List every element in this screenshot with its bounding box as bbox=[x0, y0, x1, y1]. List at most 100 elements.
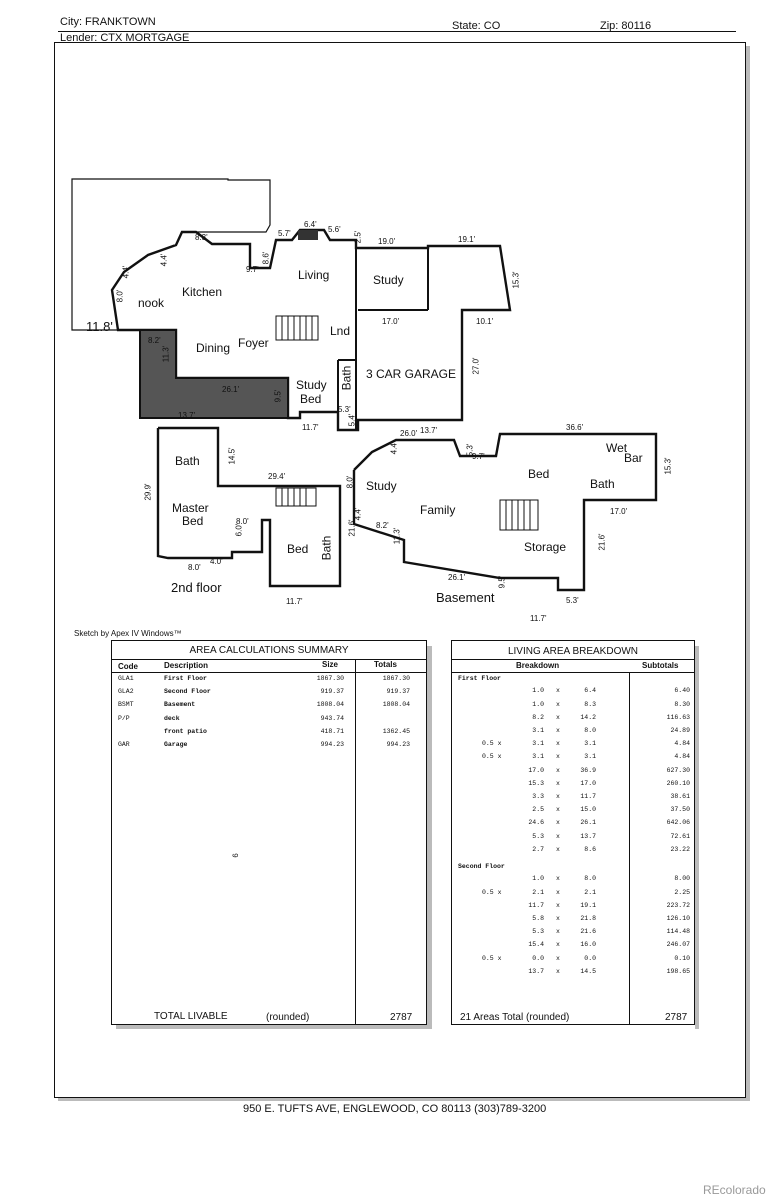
breakdown-row-cell: x bbox=[556, 832, 560, 840]
breakdown-row-cell: x bbox=[556, 954, 560, 962]
room-storage: Storage bbox=[524, 540, 567, 554]
breakdown-row-cell: 17.0 bbox=[580, 779, 596, 787]
living-breakdown-title: LIVING AREA BREAKDOWN bbox=[507, 646, 639, 657]
zip-label: Zip: 80116 bbox=[600, 20, 652, 32]
stairs-first bbox=[275, 315, 319, 341]
area-row-cell: 919.37 bbox=[386, 688, 410, 696]
area-summary-table: AREA CALCULATIONS SUMMARY Code Descripti… bbox=[111, 640, 427, 1025]
total-livable-label: TOTAL LIVABLE bbox=[154, 1011, 228, 1022]
breakdown-row-cell: 17.0 bbox=[528, 766, 544, 774]
breakdown-row-cell: 3.1 bbox=[532, 727, 544, 734]
breakdown-row-cell: 26.1 bbox=[580, 819, 596, 827]
dim: 9.5' bbox=[497, 575, 507, 589]
breakdown-row-cell: 3.1 bbox=[532, 753, 544, 761]
dim: 17.0' bbox=[610, 507, 628, 516]
area-row-cell: 1867.30 bbox=[316, 675, 344, 682]
area-row-cell: GLA1 bbox=[118, 675, 134, 682]
dim: 4.4' bbox=[159, 253, 169, 267]
header-rule bbox=[58, 31, 736, 32]
room-bed-3: Bed bbox=[528, 467, 550, 481]
stairs-second bbox=[275, 487, 317, 507]
dim: 5.7' bbox=[278, 229, 291, 238]
room-bath-1: Bath bbox=[339, 365, 354, 391]
breakdown-row-cell: 2.1 bbox=[584, 888, 596, 896]
dim: 9.7' bbox=[246, 265, 259, 274]
breakdown-row-cell: 15.3 bbox=[528, 779, 544, 787]
dim: 6.4' bbox=[304, 220, 317, 229]
breakdown-row-cell: x bbox=[556, 819, 560, 827]
area-row-cell: 418.71 bbox=[320, 727, 344, 735]
breakdown-row-cell: 72.61 bbox=[670, 832, 690, 840]
breakdown-row-cell: 260.10 bbox=[666, 779, 690, 787]
dim: 29.4' bbox=[268, 472, 286, 481]
table-shadow-2 bbox=[695, 646, 699, 1029]
dim: 15.3' bbox=[663, 457, 673, 475]
room-study-3: Study bbox=[366, 479, 397, 493]
breakdown-row-cell: 8.3 bbox=[584, 700, 596, 708]
room-foyer: Foyer bbox=[238, 336, 269, 350]
area-row-cell: GLA2 bbox=[118, 688, 134, 696]
breakdown-row-cell: 11.7 bbox=[580, 793, 596, 800]
room-wet: Wet bbox=[606, 441, 628, 455]
breakdown-row-cell: 0.5 x bbox=[482, 753, 502, 761]
dim: 17.0' bbox=[382, 317, 400, 326]
breakdown-row-cell: 21.8 bbox=[580, 915, 596, 922]
area-row-cell: 1867.30 bbox=[382, 675, 410, 682]
col-size: Size bbox=[322, 660, 339, 669]
breakdown-row-cell: x bbox=[556, 779, 560, 787]
dim: 9.7' bbox=[472, 452, 485, 461]
dim: 13.7' bbox=[420, 426, 438, 435]
breakdown-row-cell: 15.0 bbox=[580, 806, 596, 814]
floor-plan-sketch bbox=[71, 178, 658, 592]
dim: 8.0' bbox=[345, 475, 355, 489]
breakdown-row-cell: 0.5 x bbox=[482, 954, 502, 962]
breakdown-row-cell: x bbox=[556, 901, 560, 909]
dim: 4.0' bbox=[210, 557, 223, 566]
breakdown-row-cell: 0.10 bbox=[674, 954, 690, 962]
room-bed-2: Bed bbox=[287, 542, 309, 556]
dim: 13.7' bbox=[178, 411, 196, 420]
room-study-1: Study bbox=[373, 273, 404, 287]
breakdown-row-cell: 8.6 bbox=[584, 845, 596, 853]
dim: 4.4' bbox=[353, 507, 363, 521]
table-shadow bbox=[427, 646, 432, 1029]
dim: 26.1' bbox=[448, 573, 466, 582]
breakdown-row-cell: 4.84 bbox=[674, 753, 690, 761]
dim: 26.1' bbox=[222, 385, 240, 394]
area-row-cell: BSMT bbox=[118, 701, 134, 709]
second-floor-outline bbox=[156, 426, 342, 588]
room-master-bed: Bed bbox=[182, 514, 204, 528]
area-row-cell: front patio bbox=[164, 727, 207, 735]
breakdown-row-cell: x bbox=[556, 793, 560, 800]
breakdown-row-cell: 8.0 bbox=[584, 727, 596, 734]
state-label: State: CO bbox=[452, 20, 501, 32]
dim: 8.2' bbox=[376, 521, 389, 530]
room-bath-2: Bath bbox=[175, 454, 200, 468]
second-floor-label: 2nd floor bbox=[171, 580, 222, 595]
stray-mark: 6 bbox=[231, 853, 241, 858]
room-dining: Dining bbox=[196, 341, 231, 355]
breakdown-row-cell: 8.2 bbox=[532, 713, 544, 721]
area-summary-title: AREA CALCULATIONS SUMMARY bbox=[189, 645, 349, 656]
dim: 29.9' bbox=[143, 483, 153, 501]
breakdown-row-cell: x bbox=[556, 888, 560, 896]
room-family: Family bbox=[420, 503, 456, 517]
dim: 36.6' bbox=[566, 423, 584, 432]
dim: 8.6' bbox=[261, 251, 271, 265]
sketch-credit: Sketch by Apex IV Windows™ bbox=[74, 629, 182, 638]
breakdown-row-cell: 642.06 bbox=[666, 819, 690, 827]
area-row-cell: 994.23 bbox=[320, 741, 344, 748]
area-row-cell: 1362.45 bbox=[382, 727, 410, 735]
breakdown-row-cell: x bbox=[556, 928, 560, 936]
breakdown-row-cell: 11.7 bbox=[528, 901, 544, 909]
dim: 11.3' bbox=[392, 527, 402, 545]
breakdown-row-cell: x bbox=[556, 806, 560, 814]
room-nook: nook bbox=[138, 296, 165, 310]
breakdown-row-cell: 2.5 bbox=[532, 806, 544, 814]
area-row-cell: First Floor bbox=[164, 675, 207, 682]
breakdown-row-cell: 38.61 bbox=[670, 793, 690, 800]
breakdown-row-cell: 16.0 bbox=[580, 941, 596, 949]
breakdown-row-cell: 6.4 bbox=[584, 687, 596, 695]
breakdown-row-cell: 37.50 bbox=[670, 806, 690, 814]
room-living: Living bbox=[298, 268, 330, 282]
